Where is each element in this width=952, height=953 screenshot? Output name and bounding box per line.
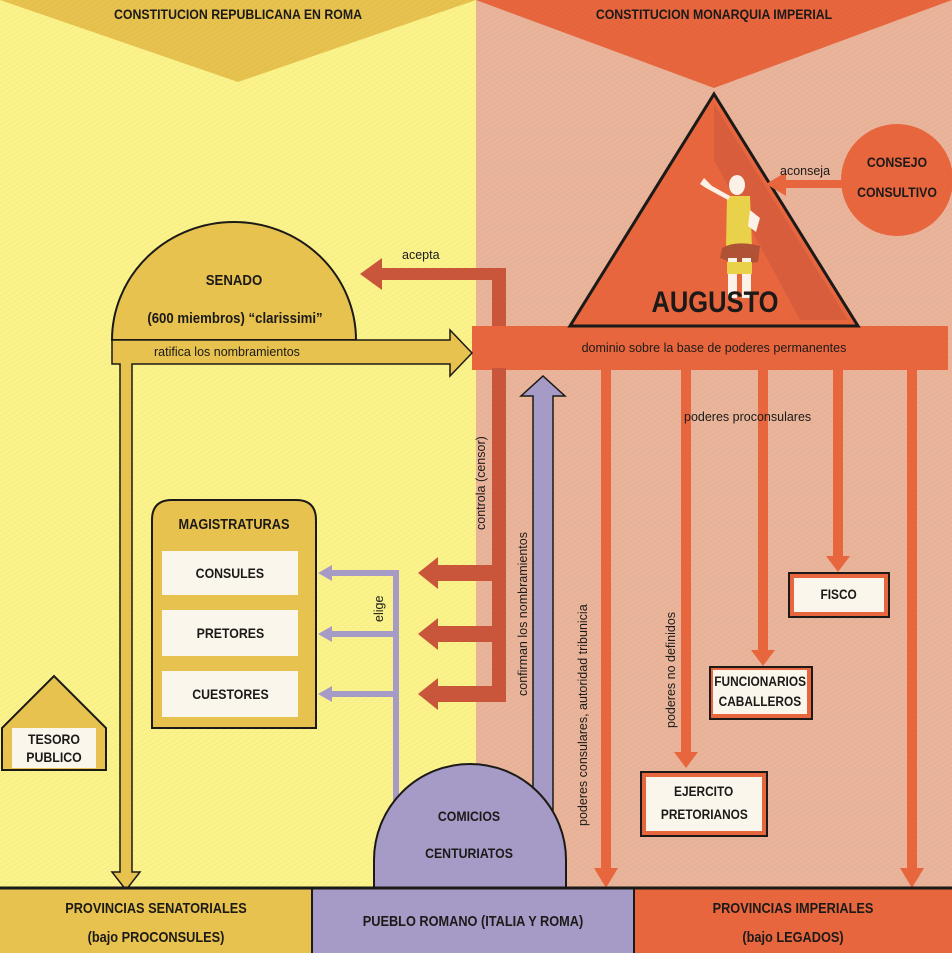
consejo-line1: CONSEJO <box>866 154 928 170</box>
controla-pillar <box>492 368 506 698</box>
senado-title: SENADO <box>205 272 263 289</box>
acepta-arrow <box>360 258 506 338</box>
band-senatoriales <box>0 888 312 953</box>
pueblo-line1: PUEBLO ROMANO (ITALIA Y ROMA) <box>362 913 584 930</box>
no-definidos-label: poderes no definidos <box>664 611 678 728</box>
acepta-label: acepta <box>402 248 440 262</box>
proconsulares-label: poderes proconsulares <box>684 410 812 424</box>
imperiales-line2: (bajo LEGADOS) <box>742 929 844 946</box>
elige-arrows <box>330 570 399 820</box>
magistratura-pretores: PRETORES <box>162 610 298 656</box>
augusto-base-label: dominio sobre la base de poderes permane… <box>581 341 847 355</box>
tesoro-line1: TESORO <box>27 731 81 747</box>
imperiales-line1: PROVINCIAS IMPERIALES <box>712 900 874 917</box>
consejo-circle <box>841 124 952 236</box>
magistratura-cuestores: CUESTORES <box>162 671 298 717</box>
controla-label: controla (censor) <box>474 436 488 530</box>
tesoro-line2: PUBLICO <box>26 749 82 765</box>
augusto-name: AUGUSTO <box>651 286 779 319</box>
senado-dome <box>110 221 358 341</box>
aconseja-label: aconseja <box>780 164 831 178</box>
ratifica-arrow <box>110 328 474 892</box>
band-pueblo <box>312 888 634 953</box>
comicios-line2: CENTURIATOS <box>425 845 513 861</box>
republic-header: CONSTITUCION REPUBLICANA EN ROMA <box>114 6 362 22</box>
imperial-arrows <box>594 370 924 888</box>
empire-header: CONSTITUCION MONARQUIA IMPERIAL <box>595 6 833 22</box>
fisco-box: FISCO <box>788 572 890 618</box>
ratifica-label: ratifica los nombramientos <box>154 345 300 359</box>
comicios-dome <box>373 763 567 889</box>
confirman-label: confirman los nombramientos <box>516 532 530 696</box>
senatoriales-line1: PROVINCIAS SENATORIALES <box>65 900 247 917</box>
emperor-figure-icon <box>700 175 760 298</box>
magistraturas-title: MAGISTRATURAS <box>178 516 290 533</box>
senatoriales-line2: (bajo PROCONSULES) <box>87 929 225 946</box>
magistratura-consules: CONSULES <box>162 551 298 595</box>
elige-label: elige <box>372 595 386 622</box>
augusto-base-bar <box>472 326 948 370</box>
consejo-line2: CONSULTIVO <box>857 184 937 200</box>
band-imperiales <box>634 888 952 953</box>
senado-subtitle: (600 miembros) “clarissimi” <box>147 310 323 327</box>
controla-arrows <box>418 557 506 710</box>
confirman-arrow <box>519 374 567 831</box>
consulares-label: poderes consulares, autoridad tribunicia <box>576 604 590 826</box>
aconseja-arrow <box>766 172 842 196</box>
comicios-line1: COMICIOS <box>437 808 501 824</box>
